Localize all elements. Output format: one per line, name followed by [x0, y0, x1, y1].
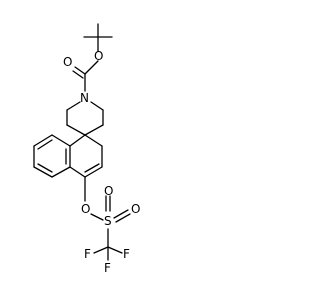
- bonds: [33, 23, 131, 261]
- atom-f-3: F: [104, 261, 111, 275]
- bond-c-alkene-ar: [69, 166, 86, 178]
- bond-ar-1: [51, 134, 71, 147]
- atom-n-piperidine: N: [80, 91, 89, 105]
- bond-ar-5: [51, 166, 71, 178]
- bond-s-o2-a: [113, 209, 129, 219]
- bond-c5-spiro: [84, 124, 104, 136]
- bond-c3-spiro: [66, 124, 86, 136]
- bond-ar-4-inner: [37, 163, 53, 173]
- structure-svg: O O N O S O O F F F: [33, 23, 140, 275]
- bond-c-f1: [93, 246, 109, 254]
- bond-ar-2: [33, 134, 53, 147]
- atom-f-1: F: [84, 247, 91, 261]
- molecule-canvas: O O N O S O O F F F: [33, 23, 140, 275]
- atom-o-sulfonyl-1: O: [104, 184, 113, 198]
- atom-o-carbonyl: O: [63, 55, 72, 69]
- atom-labels: O O N O S O O F F F: [63, 49, 140, 275]
- bond-c-f2: [107, 246, 123, 254]
- bond-spiro-ch2: [84, 134, 103, 147]
- bond-ar-2-inner: [37, 139, 53, 150]
- bond-co-double-a: [74, 66, 86, 75]
- atom-s-sulfonyl: S: [104, 214, 112, 228]
- bond-ch-c-alkene: [84, 166, 103, 178]
- bond-alkene-inner: [84, 163, 100, 173]
- bond-n-c2: [66, 101, 81, 111]
- bond-o-s: [90, 213, 104, 221]
- atom-o-ester: O: [94, 49, 103, 63]
- atom-f-2: F: [123, 247, 130, 261]
- bond-spiro-ar: [69, 134, 86, 147]
- atom-o-sulfonyl-2: O: [131, 202, 140, 216]
- bond-ar-4: [33, 166, 53, 178]
- atom-o-triflate: O: [81, 202, 90, 216]
- bond-o-carbonyl-c: [84, 60, 99, 75]
- bond-co-double-b: [72, 70, 84, 79]
- bond-n-c6: [90, 101, 104, 111]
- bond-s-o2-b: [115, 213, 131, 223]
